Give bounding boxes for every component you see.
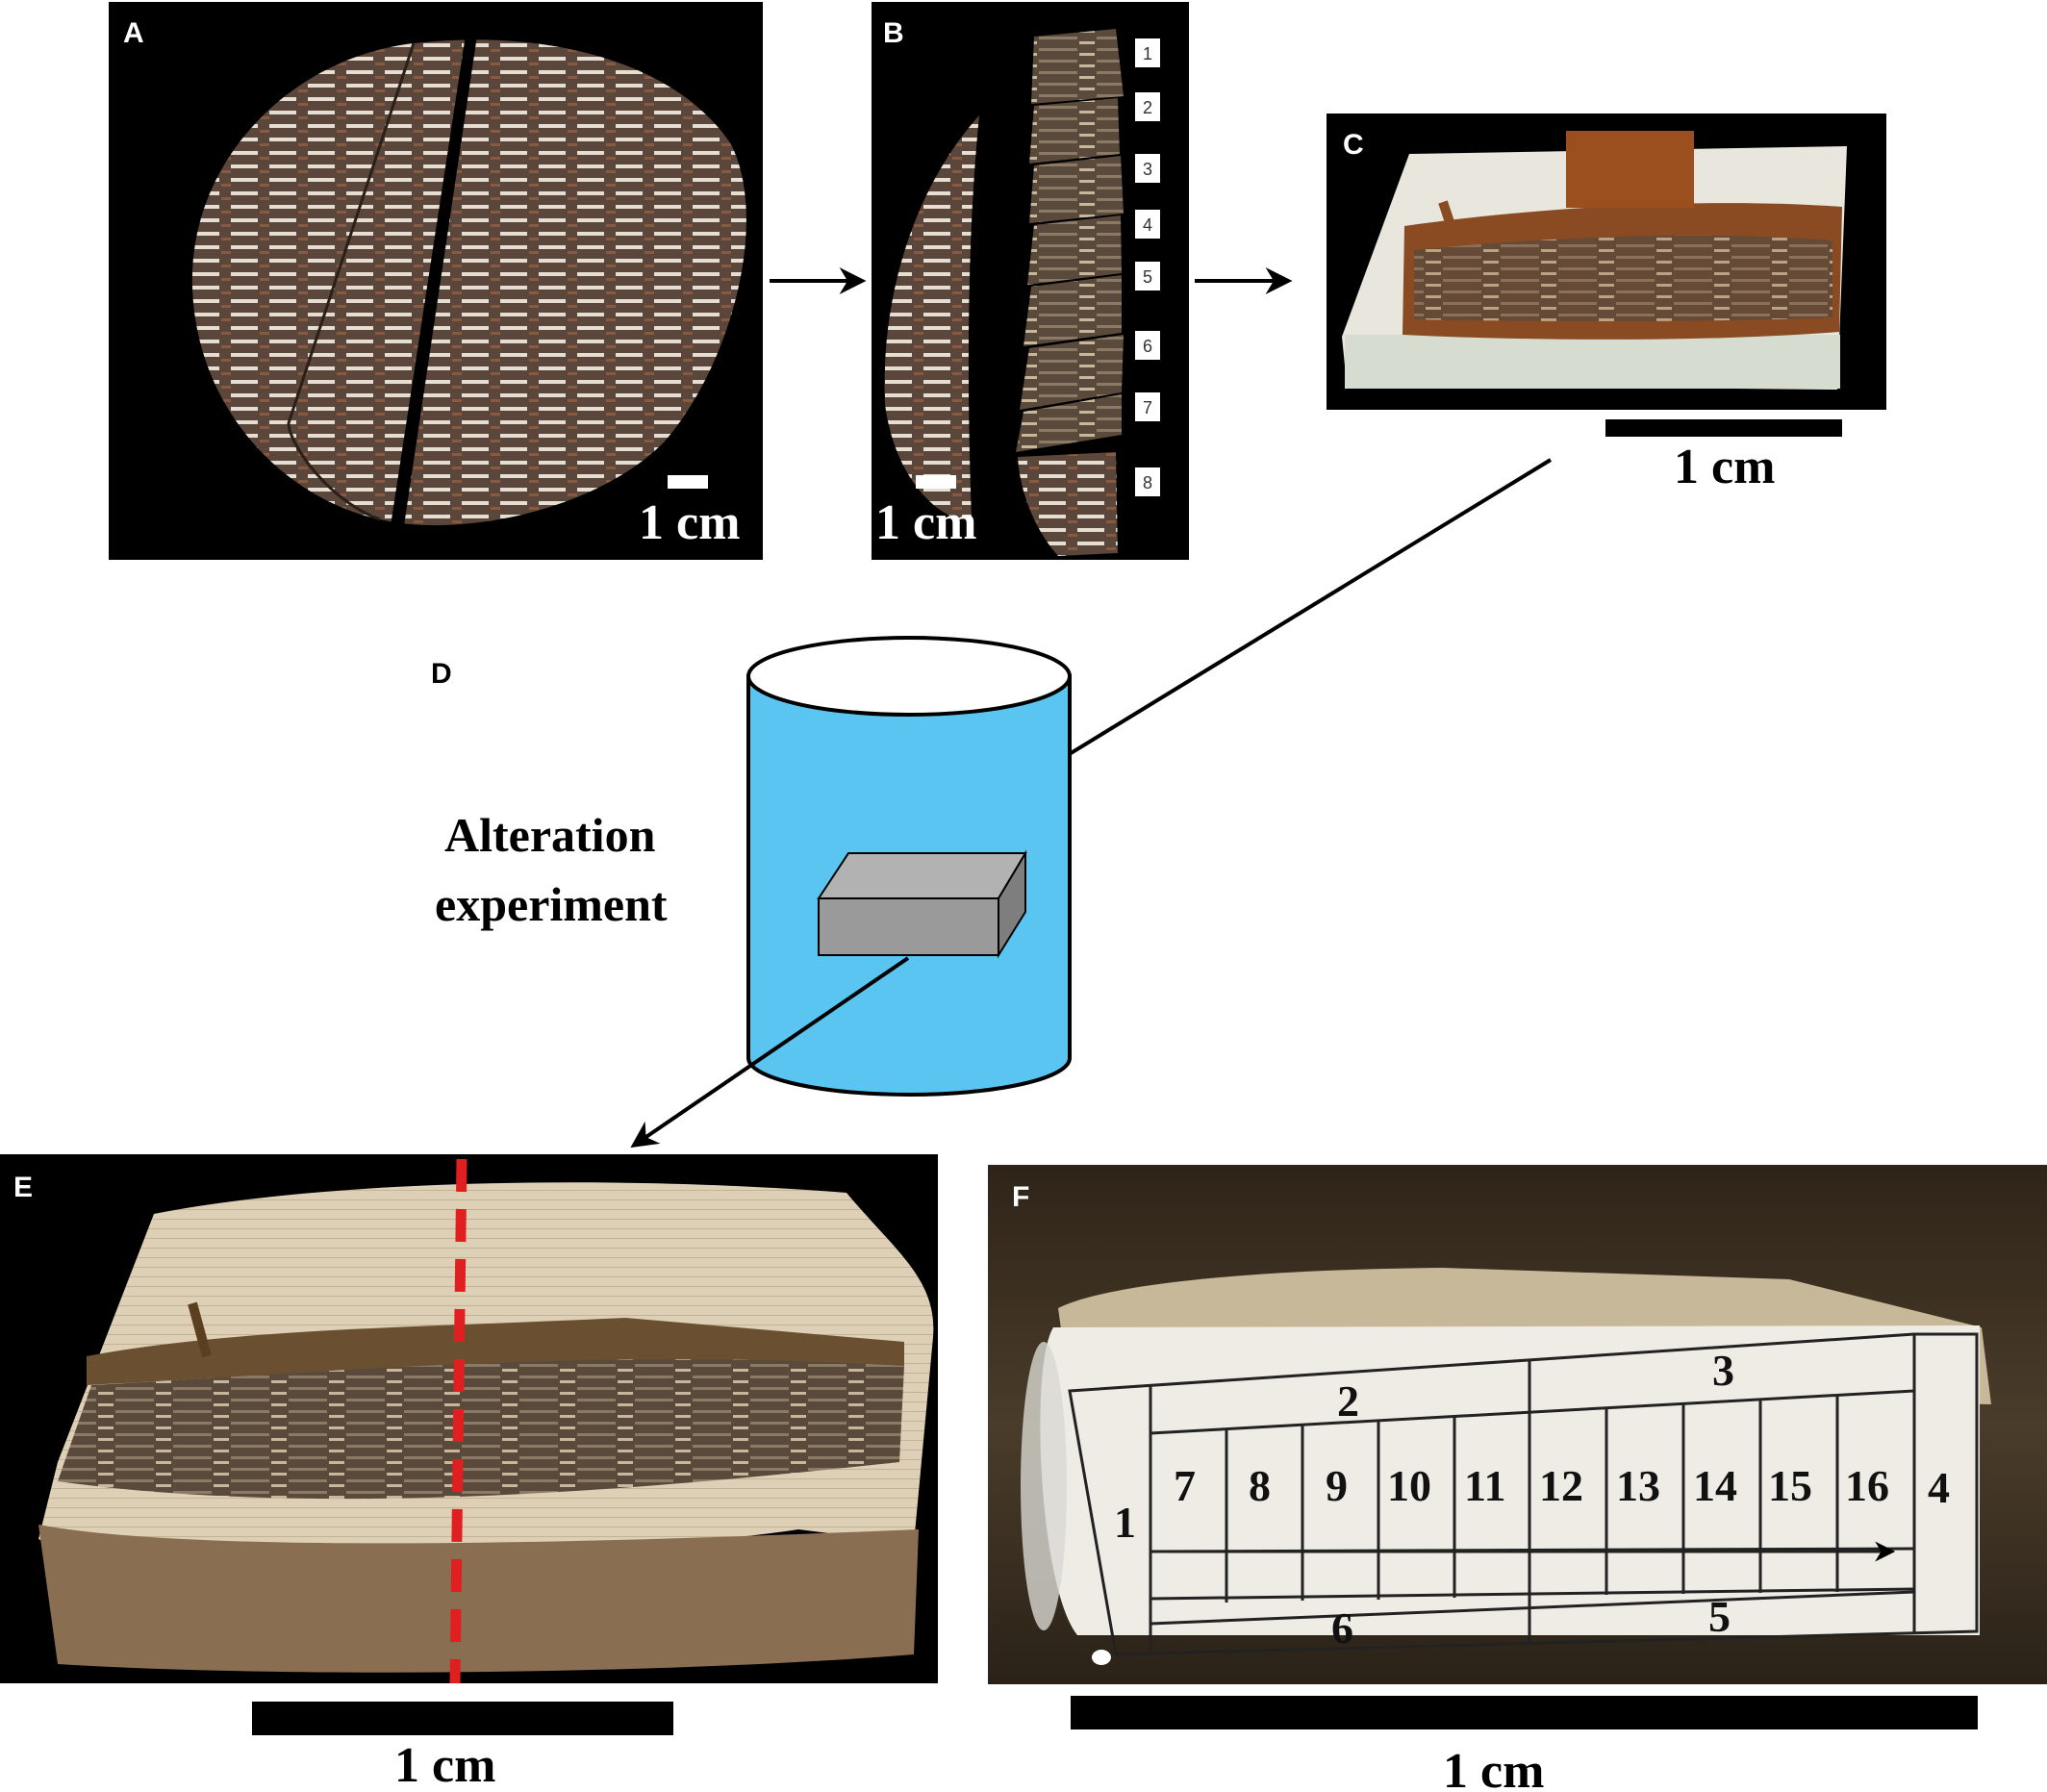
panel-c-scale-text: 1 cm xyxy=(1674,440,1775,494)
sample-block xyxy=(817,849,1027,959)
slice-tag-7: 7 xyxy=(1143,398,1152,417)
resin-embedded-section-image xyxy=(1342,131,1847,390)
panel-d-label: D xyxy=(431,658,452,690)
panel-d: D Alteration experiment xyxy=(431,636,1072,1097)
shell-half-image xyxy=(884,115,979,520)
region-15: 15 xyxy=(1768,1461,1812,1510)
slice-tag-3: 3 xyxy=(1143,160,1152,179)
region-13: 13 xyxy=(1616,1461,1660,1510)
panel-e: E 1 cm xyxy=(0,1154,938,1792)
panel-b-scale-bar xyxy=(916,475,956,489)
slice-tag-5: 5 xyxy=(1143,267,1152,287)
slice-tag-4: 4 xyxy=(1143,215,1152,235)
region-7: 7 xyxy=(1174,1461,1196,1510)
region-10: 10 xyxy=(1387,1461,1431,1510)
panel-c-scale-bar xyxy=(1605,419,1842,437)
panel-a-scale-text: 1 cm xyxy=(639,495,740,550)
slice-tag-6: 6 xyxy=(1143,337,1152,356)
panel-b-scale-text: 1 cm xyxy=(875,495,976,550)
altered-section-image xyxy=(38,1182,934,1673)
panel-c: C 1 cm xyxy=(1327,114,1886,494)
panel-f: 1 2 3 4 5 6 7 8 9 10 11 12 13 14 15 16 F… xyxy=(988,1165,2047,1792)
slice-tag-8: 8 xyxy=(1143,473,1152,492)
measurement-grid xyxy=(1068,1332,1979,1656)
caption-line-1: Alteration xyxy=(444,808,656,862)
cross-section-image xyxy=(1021,1268,1991,1665)
region-8: 8 xyxy=(1249,1461,1271,1510)
region-12: 12 xyxy=(1539,1461,1583,1510)
panel-e-scale-bar xyxy=(252,1702,673,1735)
slice-tag-1: 1 xyxy=(1143,44,1152,63)
panel-e-scale-text: 1 cm xyxy=(394,1738,495,1792)
slice-number-tags: 1 2 3 4 5 6 7 8 xyxy=(1135,38,1160,496)
region-11: 11 xyxy=(1464,1461,1505,1510)
panel-f-scale-bar xyxy=(1071,1696,1978,1729)
caption-line-2: experiment xyxy=(435,877,668,931)
region-3: 3 xyxy=(1712,1346,1734,1395)
sliced-sections-image xyxy=(1016,29,1124,556)
region-4: 4 xyxy=(1928,1463,1950,1512)
red-cut-line xyxy=(449,1158,468,1684)
panel-a-label: A xyxy=(123,17,144,49)
region-6: 6 xyxy=(1331,1603,1353,1653)
region-14: 14 xyxy=(1693,1461,1737,1510)
slice-tag-2: 2 xyxy=(1143,98,1152,117)
panel-b-label: B xyxy=(883,17,904,49)
panel-f-label: F xyxy=(1012,1181,1029,1213)
grid-region-numbers: 1 2 3 4 5 6 7 8 9 10 11 12 13 14 15 16 xyxy=(1114,1346,1950,1653)
region-5: 5 xyxy=(1708,1592,1731,1641)
panel-e-label: E xyxy=(13,1172,33,1203)
region-2: 2 xyxy=(1337,1376,1359,1426)
arrow-d-to-e xyxy=(630,956,910,1148)
panel-b: 1 2 3 4 5 6 7 8 B 1 cm xyxy=(872,2,1189,560)
clam-shell-image xyxy=(191,10,746,539)
panel-a-scale-bar xyxy=(668,475,708,489)
panel-a: A 1 cm xyxy=(109,2,763,560)
region-16: 16 xyxy=(1845,1461,1889,1510)
panel-c-label: C xyxy=(1343,129,1364,161)
region-1: 1 xyxy=(1114,1498,1136,1547)
region-9: 9 xyxy=(1326,1461,1348,1510)
panel-f-scale-text: 1 cm xyxy=(1443,1744,1544,1792)
